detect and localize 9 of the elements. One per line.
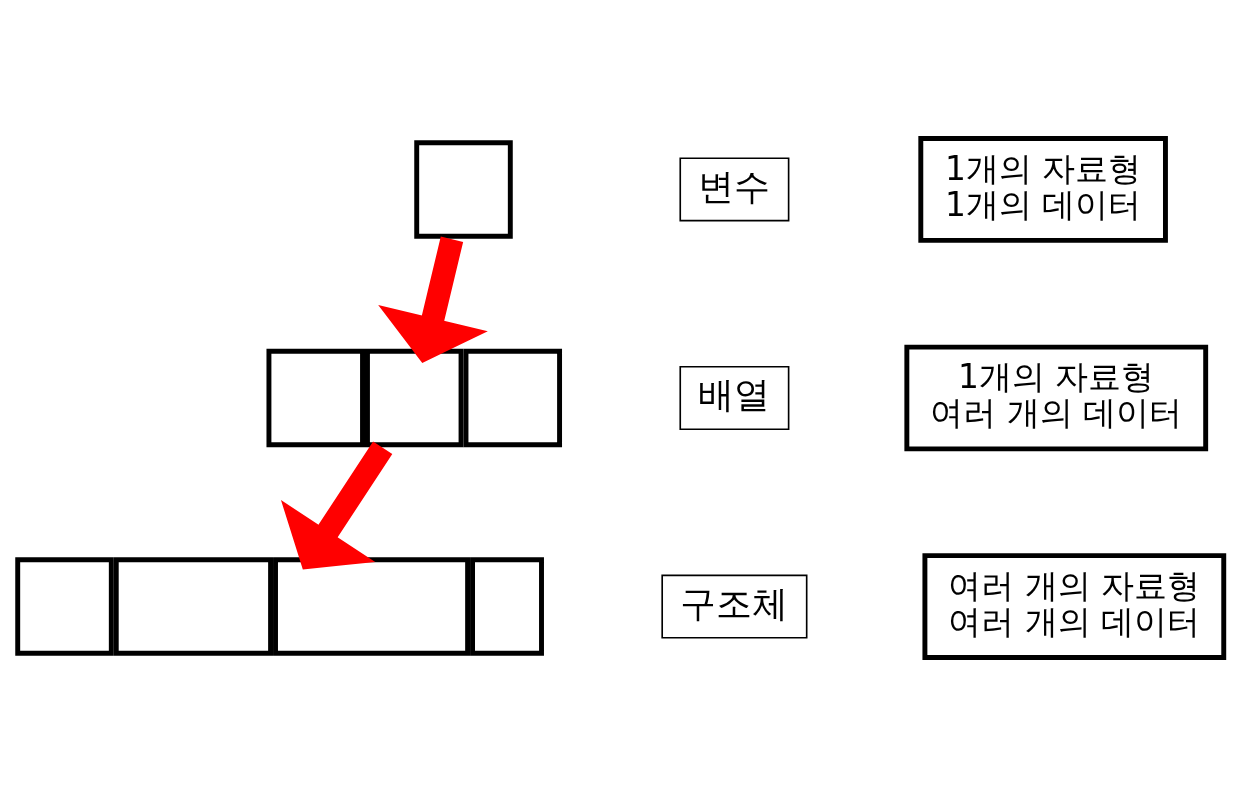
node-box: 배열 bbox=[679, 366, 790, 430]
arrow bbox=[378, 236, 488, 363]
node-box: 여러 개의 자료형 여러 개의 데이터 bbox=[922, 553, 1227, 660]
node-box: 변수 bbox=[679, 157, 790, 222]
node-box bbox=[414, 140, 513, 239]
arrow bbox=[280, 441, 393, 570]
node-box: 구조체 bbox=[661, 574, 808, 639]
node-box: 1개의 자료형 여러 개의 데이터 bbox=[904, 344, 1209, 452]
node-box: 1개의 자료형 1개의 데이터 bbox=[918, 136, 1168, 243]
